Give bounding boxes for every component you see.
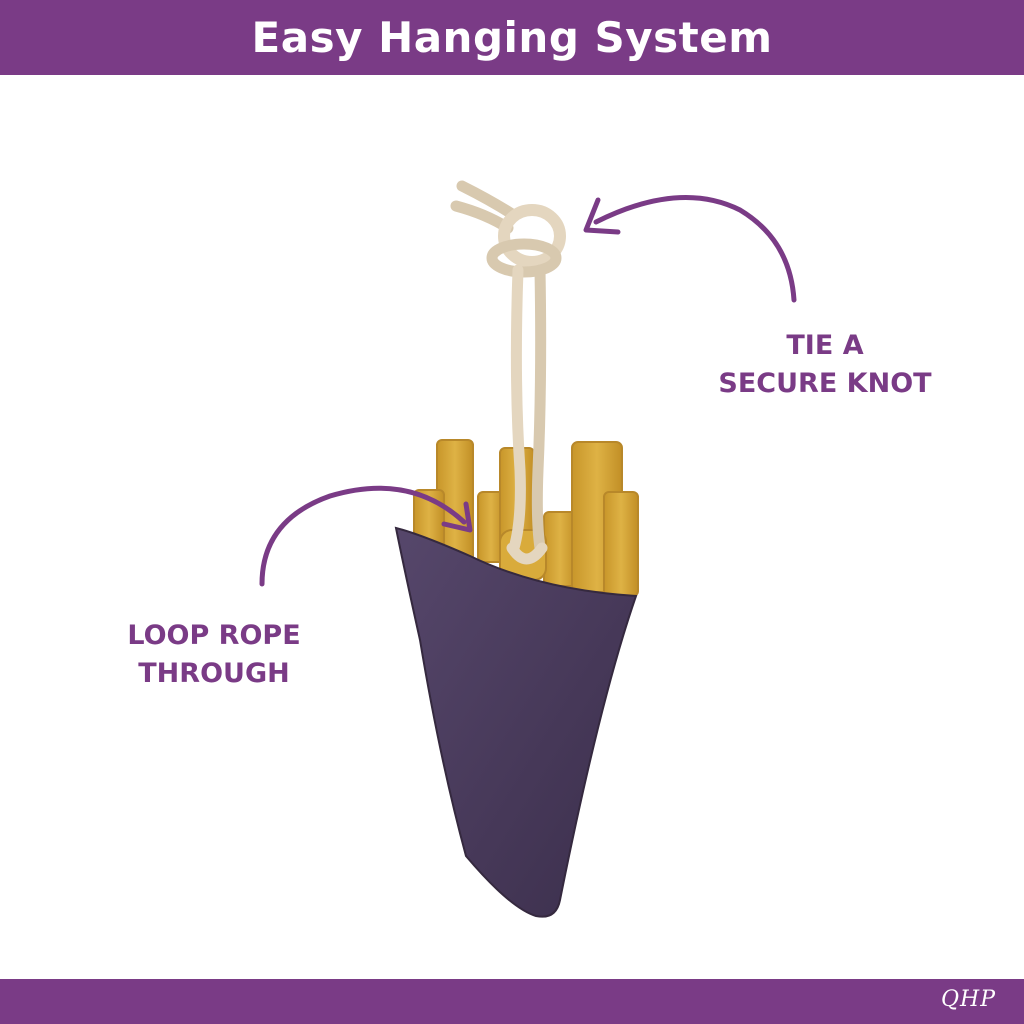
callout-tie-knot: TIE A SECURE KNOT bbox=[700, 327, 950, 403]
header-bar: Easy Hanging System bbox=[0, 0, 1024, 75]
cone bbox=[394, 526, 638, 918]
callout-loop-rope: LOOP ROPE THROUGH bbox=[100, 617, 328, 693]
callout-loop-rope-line2: THROUGH bbox=[138, 658, 290, 689]
arrow-knot bbox=[593, 195, 797, 303]
brand-logo: QHP bbox=[940, 987, 996, 1012]
footer-bar: QHP bbox=[0, 979, 1024, 1024]
page-title: Easy Hanging System bbox=[251, 13, 773, 62]
rope bbox=[450, 180, 566, 565]
callout-tie-knot-line1: TIE A bbox=[786, 330, 864, 361]
arrow-loop-head bbox=[441, 501, 473, 533]
callout-loop-rope-line1: LOOP ROPE bbox=[127, 620, 301, 651]
callout-tie-knot-line2: SECURE KNOT bbox=[718, 368, 932, 399]
arrow-knot-head bbox=[583, 197, 621, 235]
arrow-loop bbox=[259, 485, 467, 587]
